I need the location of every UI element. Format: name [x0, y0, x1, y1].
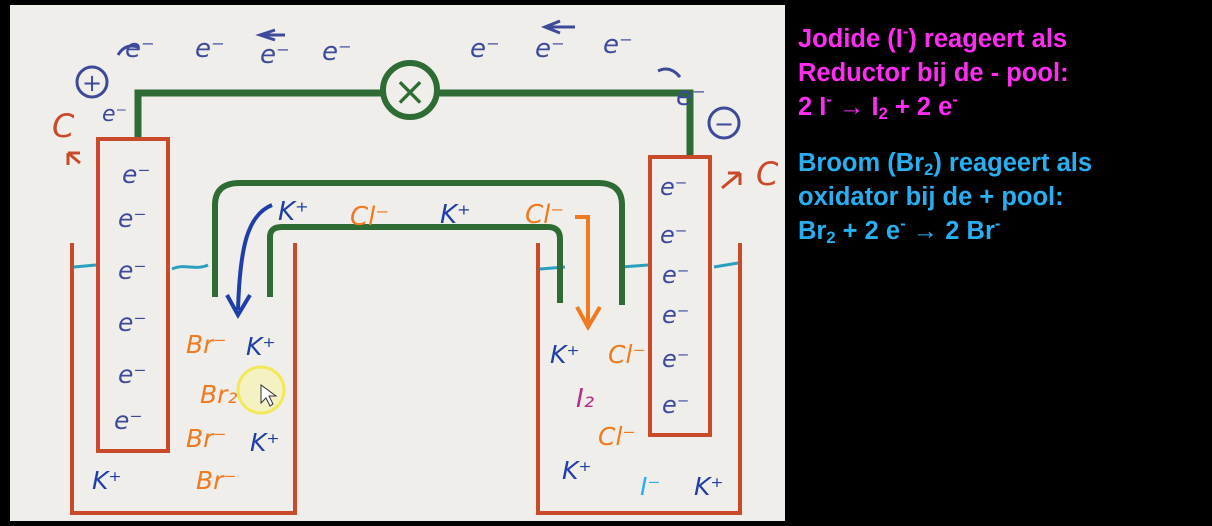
cell-diagram: ×	[52, 19, 779, 515]
meter-circle	[380, 60, 440, 120]
plus-sign: +	[82, 69, 102, 97]
i2-molecule: I₂	[576, 384, 594, 414]
bridge-cl-ion: Cl⁻	[350, 202, 389, 232]
electrode-electron: e⁻	[122, 160, 151, 189]
electron-arrow-3	[657, 67, 682, 78]
right-beaker	[536, 243, 742, 515]
cl-ion-arrow	[575, 215, 590, 323]
electrode-electron: e⁻	[118, 308, 147, 337]
reductor-line-1: Jodide (I-) reageert als	[798, 22, 1068, 53]
k-ion: K⁺	[550, 340, 580, 369]
cl-ion: Cl⁻	[608, 340, 646, 369]
left-electrode-label: C	[52, 107, 75, 145]
c-arrow-left	[66, 151, 81, 165]
wire-electron: e⁻	[470, 34, 500, 64]
electrode-electron: e⁻	[662, 391, 689, 419]
k-ion: K⁺	[694, 472, 724, 501]
bridge-k-ion: K⁺	[278, 197, 309, 227]
left-beaker	[70, 243, 297, 515]
reductor-equation: 2 I- → I2 + 2 e-	[798, 90, 958, 124]
bridge-cl-ion: Cl⁻	[525, 200, 564, 230]
electrode-electron: e⁻	[660, 221, 687, 249]
electrode-electron: e⁻	[118, 256, 147, 285]
br2-molecule: Br₂	[200, 380, 237, 409]
k-ion: K⁺	[562, 456, 592, 485]
cl-ion-arrowhead	[575, 305, 602, 332]
galvanic-cell-drawing: ×	[10, 5, 785, 521]
electrode-electron: e⁻	[662, 261, 689, 289]
electrode-electron: e⁻	[118, 360, 147, 389]
plus-pole	[75, 65, 109, 99]
electrode-electron: e⁻	[114, 406, 143, 435]
salt-bridge-inner	[267, 224, 563, 303]
electrode-electron: e⁻	[662, 345, 689, 373]
oxidator-line-1: Broom (Br2) reageert als	[798, 149, 1093, 180]
wire-electron: e⁻	[260, 40, 290, 70]
electrode-electron: e⁻	[662, 301, 689, 329]
electron-arrow-1	[255, 28, 285, 42]
electron-arrow-4	[116, 44, 139, 56]
right-electrode	[648, 155, 712, 437]
left-electrode	[96, 137, 170, 453]
br-ion: Br⁻	[186, 424, 227, 453]
oxidator-equation: Br2 + 2 e- → 2 Br-	[798, 214, 1001, 248]
cursor-arrow-icon	[260, 384, 278, 407]
i-ion: I⁻	[640, 472, 661, 501]
reductor-line-2: Reductor bij de - pool:	[798, 59, 1069, 87]
reductor-note: Jodide (I-) reageert als Reductor bij de…	[798, 22, 1210, 124]
minus-pole	[707, 106, 741, 140]
k-ion: K⁺	[246, 332, 276, 361]
salt-bridge-outer	[212, 180, 625, 305]
k-ion-arrow	[236, 203, 273, 311]
right-electrode-label: C	[756, 155, 779, 193]
wire-electron: e⁻	[676, 82, 706, 112]
wire-electron: e⁻	[125, 34, 155, 64]
oxidator-note: Broom (Br2) reageert als oxidator bij de…	[798, 146, 1210, 248]
cl-ion: Cl⁻	[598, 422, 636, 451]
external-wire	[134, 89, 694, 159]
left-liquid-level	[73, 263, 209, 271]
electrode-electron: e⁻	[118, 204, 147, 233]
bridge-k-ion: K⁺	[440, 200, 471, 230]
k-ion: K⁺	[92, 466, 122, 495]
wire-electron: e⁻	[195, 34, 225, 64]
br-ion: Br⁻	[186, 330, 227, 359]
explanation-notes: Jodide (I-) reageert als Reductor bij de…	[798, 22, 1210, 248]
electrode-electron: e⁻	[660, 173, 687, 201]
oxidator-line-2: oxidator bij de + pool:	[798, 183, 1064, 211]
wire-electron: e⁻	[603, 30, 633, 60]
meter-symbol: ×	[393, 69, 427, 115]
c-arrow-right	[721, 171, 742, 190]
wire-electron: e⁻	[322, 37, 352, 67]
minus-sign: −	[714, 110, 734, 138]
wire-electron: e⁻	[102, 102, 127, 127]
br-ion: Br⁻	[196, 466, 237, 495]
electron-arrow-2	[540, 19, 575, 35]
wire-electron: e⁻	[535, 34, 565, 64]
k-ion: K⁺	[250, 428, 280, 457]
k-ion-arrowhead	[225, 293, 252, 320]
